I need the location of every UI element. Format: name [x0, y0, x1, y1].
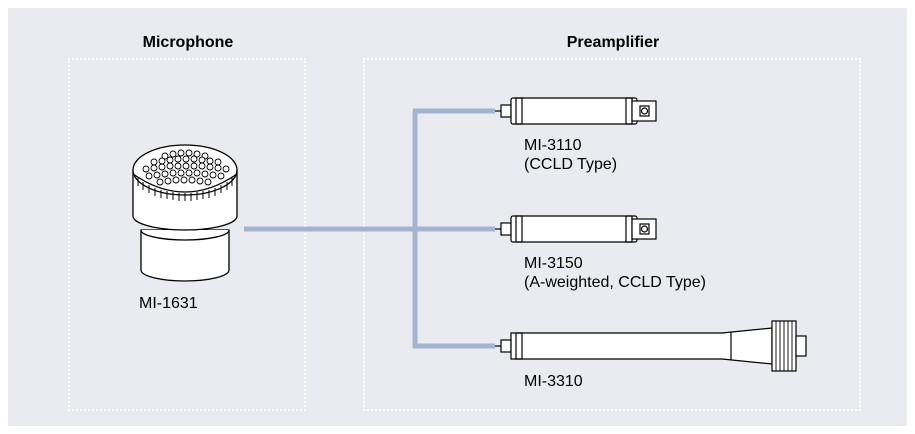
preamplifier-mi3110 — [495, 97, 657, 125]
preamplifier-group-box — [363, 58, 861, 411]
microphone-model-label: MI-1631 — [139, 295, 198, 312]
preamplifier-mi3150 — [495, 215, 657, 243]
preamplifier-group-title: Preamplifier — [566, 34, 660, 51]
microphone-group-box — [68, 58, 306, 411]
preamp-mi3110-note-label: (CCLD Type) — [524, 156, 618, 173]
connector-lines — [244, 108, 495, 349]
microphone-group-title: Microphone — [142, 34, 234, 51]
preamp-mi3150-model-label: MI-3150 — [524, 255, 583, 272]
preamp-mi3110-model-label: MI-3110 — [524, 137, 582, 154]
preamp-mi3310-model-label: MI-3310 — [524, 373, 583, 390]
diagram-canvas: Microphone Preamplifier — [8, 8, 907, 426]
microphone-mi1631 — [132, 144, 238, 282]
preamp-mi3150-note-label: (A-weighted, CCLD Type) — [524, 274, 706, 291]
connection-diagram — [132, 97, 807, 372]
preamplifier-mi3310 — [495, 320, 807, 372]
